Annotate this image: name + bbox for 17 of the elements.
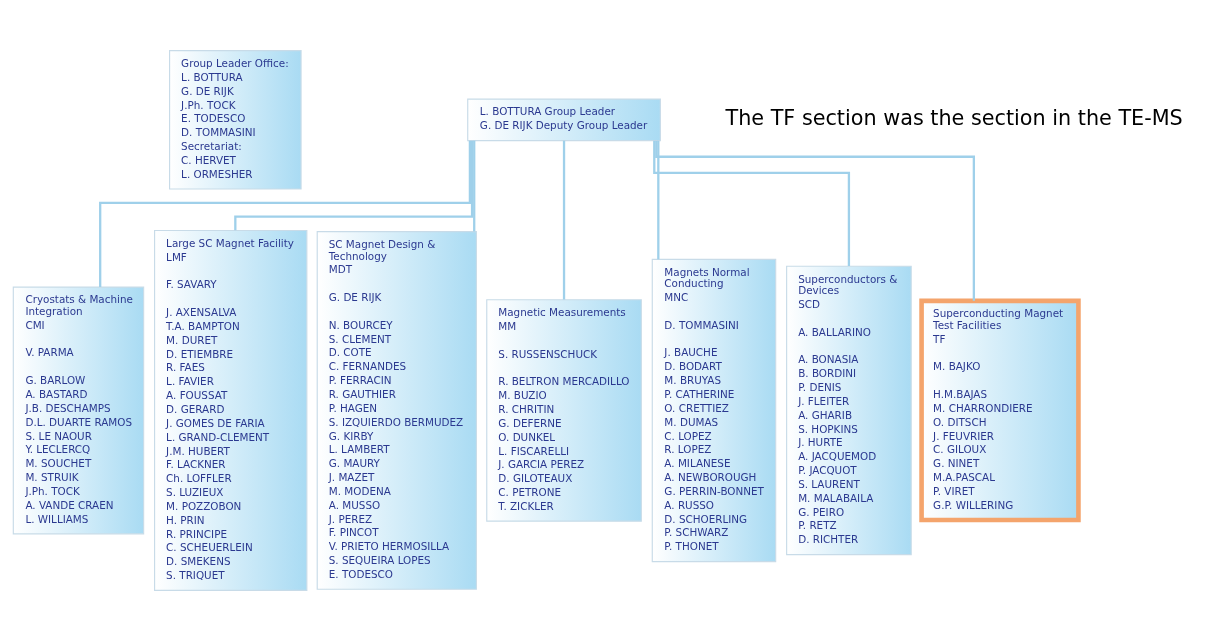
node-box: L. BOTTURA Group Leader G. DE RIJK Deputy Group Leader <box>467 98 661 142</box>
connector <box>473 140 476 232</box>
connector <box>562 140 566 300</box>
node-box: Superconducting Magnet Test Facilities TF M. BAJKO H.M.BAJAS M. CHARRONDIERE O. DITSCH J. FEUVRIER C. GILOUX G. NINET M.A.PASCAL P. VIRET G.P. WILLERING <box>919 298 1081 523</box>
node-box: Magnets Normal Conducting MNC D. TOMMASINI J. BAUCHE D. BODART M. BRUYAS P. CATHERINE O. CRETTIEZ M. DUMAS C. LOPEZ R. LOPEZ A. MILANESE A. NEWBOROUGH G. PERRIN-BONNET A. RUSSO D. SCHOERLING P. SCHWARZ P. THONET <box>651 258 777 563</box>
node-box: Large SC Magnet Facility LMF F. SAVARY J. AXENSALVA T.A. BAMPTON M. DURET D. ETIEMBRE R. FAES L. FAVIER A. FOUSSAT D. GERARD J. GOMES DE FARIA L. GRAND-CLEMENT J.M. HUBERT F. LACKNER Ch. LOFFLER S. LUZIEUX M. POZZOBON H. PRIN R. PRINCIPE C. SCHEUERLEIN D. SMEKENS S. TRIQUET <box>154 229 308 591</box>
node-box: SC Magnet Design & Technology MDT G. DE RIJK N. BOURCEY S. CLEMENT D. COTE C. FERNANDES P. FERRACIN R. GAUTHIER P. HAGEN S. IZQUIERDO BERMUDEZ G. KIRBY L. LAMBERT G. MAURY J. MAZET M. MODENA A. MUSSO J. PEREZ F. PINCOT V. PRIETO HERMOSILLA S. SEQUEIRA LOPES E. TODESCO <box>316 231 477 590</box>
node-box: Magnetic Measurements MM S. RUSSENSCHUCK R. BELTRON MERCADILLO M. BUZIO R. CHRITIN G. DEFERNE O. DUNKEL L. FISCARELLI J. GARCIA PEREZ D. GILOTEAUX C. PETRONE T. ZICKLER <box>486 299 642 522</box>
connector <box>653 140 851 267</box>
connector <box>655 140 975 301</box>
connector <box>657 140 660 260</box>
node-box: Group Leader Office: L. BOTTURA G. DE RIJK J.Ph. TOCK E. TODESCO D. TOMMASINI Secretariat: C. HERVET L. ORMESHER <box>169 50 302 190</box>
label: The TF section was the section in the TE-MS <box>725 105 1183 130</box>
node-box: Cryostats & Machine Integration CMI V. PARMA G. BARLOW A. BASTARD J.B. DESCHAMPS D.L. DUARTE RAMOS S. LE NAOUR Y. LECLERCQ M. SOUCHET M. STRUIK J.Ph. TOCK A. VANDE CRAEN L. WILLIAMS <box>12 286 145 535</box>
connector <box>99 140 472 287</box>
connector <box>234 140 474 231</box>
node-box: Superconductors & Devices SCD A. BALLARINO A. BONASIA B. BORDINI P. DENIS J. FLEITER A. GHARIB S. HOPKINS J. HURTE A. JACQUEMOD P. JACQUOT S. LAURENT M. MALABAILA G. PEIRO P. RETZ D. RICHTER <box>786 265 912 556</box>
